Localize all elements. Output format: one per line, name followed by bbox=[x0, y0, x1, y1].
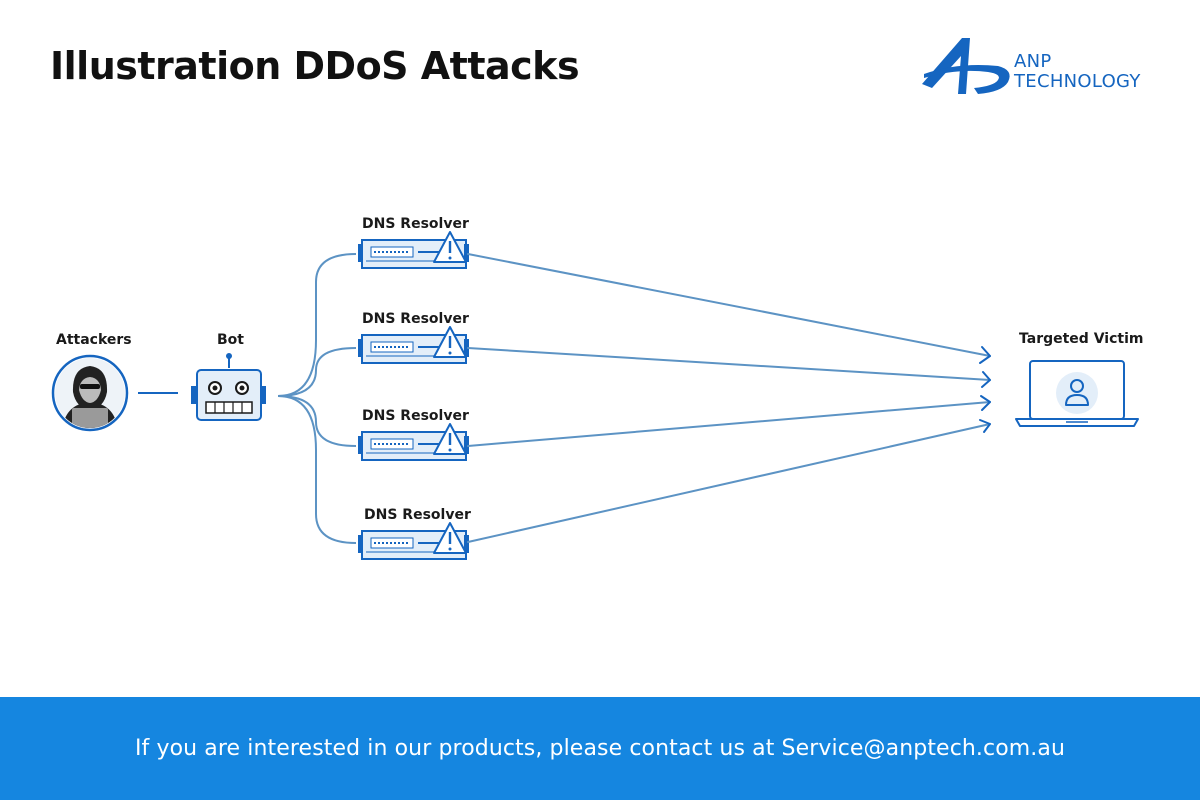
contact-text: If you are interested in our products, p… bbox=[134, 736, 1066, 761]
attack-arrows bbox=[467, 253, 991, 543]
dns-resolver-2 bbox=[356, 325, 471, 365]
logo-line-1: ANP bbox=[1014, 51, 1052, 72]
bot-resolver-links bbox=[277, 253, 357, 544]
robot-icon bbox=[191, 353, 266, 421]
attackers-label: Attackers bbox=[56, 332, 132, 348]
dns-resolver-1 bbox=[356, 230, 471, 270]
dns-resolver-4 bbox=[356, 521, 471, 561]
ddos-diagram: Attackers Bot bbox=[51, 216, 1143, 561]
logo-line-2: TECHNOLOGY bbox=[1014, 71, 1141, 92]
dns-resolver-3 bbox=[356, 422, 471, 462]
resolver-label-1: DNS Resolver bbox=[362, 216, 469, 232]
logo-wordmark: ANP TECHNOLOGY bbox=[1014, 52, 1141, 92]
resolver-label-2: DNS Resolver bbox=[362, 311, 469, 327]
page-title: Illustration DDoS Attacks bbox=[50, 44, 580, 88]
resolver-label-4: DNS Resolver bbox=[364, 507, 471, 523]
hooded-hacker-icon bbox=[55, 358, 125, 428]
bot-label: Bot bbox=[217, 332, 244, 348]
contact-footer: If you are interested in our products, p… bbox=[0, 697, 1200, 800]
laptop-icon bbox=[1015, 360, 1139, 427]
attacker-avatar bbox=[51, 354, 129, 432]
user-icon bbox=[1056, 372, 1098, 414]
resolver-label-3: DNS Resolver bbox=[362, 408, 469, 424]
anp-logo-icon bbox=[922, 38, 1010, 94]
victim-label: Targeted Victim bbox=[1019, 331, 1143, 347]
company-logo: ANP TECHNOLOGY bbox=[918, 34, 1180, 100]
